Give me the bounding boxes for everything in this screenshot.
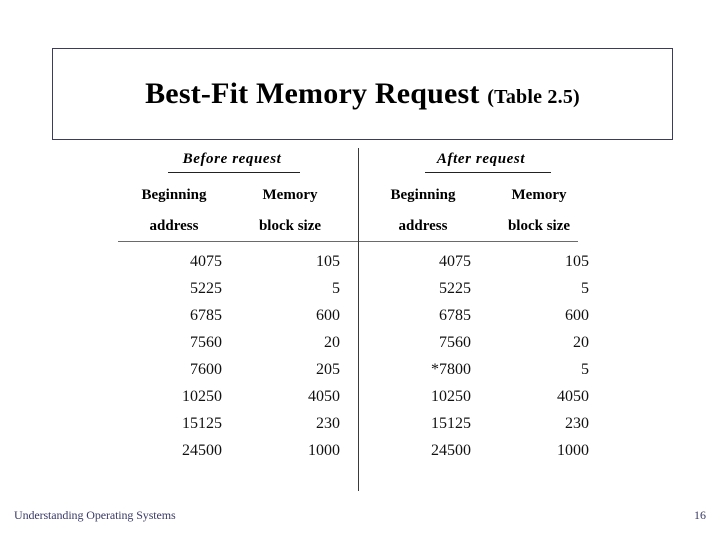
- cell-memory-block-size: 600: [565, 307, 589, 324]
- cell-beginning-address: 10250: [431, 388, 471, 405]
- cell-beginning-address: 7560: [190, 334, 222, 351]
- before-request-rows: 4075 105 5225 5 6785 600 7560 20 7600 205 10250 405…: [118, 248, 346, 464]
- table-row: 5225 5: [367, 275, 595, 302]
- cell-memory-block-size: 4050: [308, 388, 340, 405]
- before-request-underline: [168, 172, 300, 173]
- table-row: 7600 205: [118, 356, 346, 383]
- table-row: 15125 230: [367, 410, 595, 437]
- before-request-title: Before request: [118, 150, 346, 168]
- cell-beginning-address: 7600: [190, 361, 222, 378]
- cell-beginning-address: 5225: [439, 280, 471, 297]
- cell-beginning-address: 4075: [439, 253, 471, 270]
- cell-memory-block-size: 20: [573, 334, 589, 351]
- before-beginning-address-header-line2: address: [149, 218, 199, 234]
- before-memory-block-size-header: Memory block size: [234, 180, 346, 242]
- cell-memory-block-size: 5: [581, 361, 589, 378]
- table-row: 10250 4050: [367, 383, 595, 410]
- cell-memory-block-size: 4050: [557, 388, 589, 405]
- cell-beginning-address: 15125: [182, 415, 222, 432]
- table-row: 24500 1000: [118, 437, 346, 464]
- before-after-divider: [358, 148, 359, 491]
- memory-allocation-table: Before request Beginning address Memory …: [118, 148, 589, 493]
- cell-memory-block-size: 600: [316, 307, 340, 324]
- cell-beginning-address: 6785: [190, 307, 222, 324]
- cell-beginning-address: *7800: [431, 361, 471, 378]
- footer-page-number: 16: [694, 508, 706, 522]
- table-row: 7560 20: [118, 329, 346, 356]
- after-memory-block-size-header-line1: Memory: [511, 187, 567, 203]
- after-request-label: After request: [436, 151, 526, 167]
- table-row: 5225 5: [118, 275, 346, 302]
- before-memory-block-size-header-line1: Memory: [262, 187, 318, 203]
- after-request-rows: 4075 105 5225 5 6785 600 7560 20 *7800 5 10250 4050…: [367, 248, 595, 464]
- cell-beginning-address: 7560: [439, 334, 471, 351]
- page-title: Best-Fit Memory Request (Table 2.5): [145, 79, 580, 109]
- page-title-main: Best-Fit Memory Request: [145, 77, 480, 110]
- before-beginning-address-header: Beginning address: [118, 180, 230, 242]
- before-memory-block-size-header-line2: block size: [258, 218, 322, 234]
- before-request-label: Before request: [182, 151, 282, 167]
- after-memory-block-size-header: Memory block size: [483, 180, 595, 242]
- footer-book-title: Understanding Operating Systems: [14, 508, 176, 522]
- cell-memory-block-size: 1000: [308, 442, 340, 459]
- cell-memory-block-size: 5: [581, 280, 589, 297]
- before-beginning-address-header-line1: Beginning: [141, 187, 207, 203]
- table-row: 4075 105: [367, 248, 595, 275]
- after-request-underline: [425, 172, 551, 173]
- table-row: 6785 600: [118, 302, 346, 329]
- cell-memory-block-size: 105: [565, 253, 589, 270]
- cell-beginning-address: 24500: [182, 442, 222, 459]
- after-request-title: After request: [367, 150, 595, 168]
- cell-memory-block-size: 105: [316, 253, 340, 270]
- after-memory-block-size-header-line2: block size: [507, 218, 571, 234]
- slide-title-box: Best-Fit Memory Request (Table 2.5): [52, 48, 673, 140]
- cell-memory-block-size: 5: [332, 280, 340, 297]
- cell-beginning-address: 10250: [182, 388, 222, 405]
- after-beginning-address-header-line2: address: [398, 218, 448, 234]
- cell-memory-block-size: 1000: [557, 442, 589, 459]
- table-row: 4075 105: [118, 248, 346, 275]
- after-beginning-address-header-line1: Beginning: [390, 187, 456, 203]
- cell-beginning-address: 24500: [431, 442, 471, 459]
- cell-memory-block-size: 20: [324, 334, 340, 351]
- after-beginning-address-header: Beginning address: [367, 180, 479, 242]
- cell-beginning-address: 4075: [190, 253, 222, 270]
- page-title-subtitle: (Table 2.5): [487, 86, 580, 108]
- table-row: 15125 230: [118, 410, 346, 437]
- table-row: 7560 20: [367, 329, 595, 356]
- cell-beginning-address: 15125: [431, 415, 471, 432]
- cell-memory-block-size: 230: [316, 415, 340, 432]
- table-row: *7800 5: [367, 356, 595, 383]
- cell-beginning-address: 6785: [439, 307, 471, 324]
- cell-memory-block-size: 205: [316, 361, 340, 378]
- table-row: 10250 4050: [118, 383, 346, 410]
- header-divider-rule: [118, 241, 578, 242]
- cell-beginning-address: 5225: [190, 280, 222, 297]
- table-row: 24500 1000: [367, 437, 595, 464]
- table-row: 6785 600: [367, 302, 595, 329]
- cell-memory-block-size: 230: [565, 415, 589, 432]
